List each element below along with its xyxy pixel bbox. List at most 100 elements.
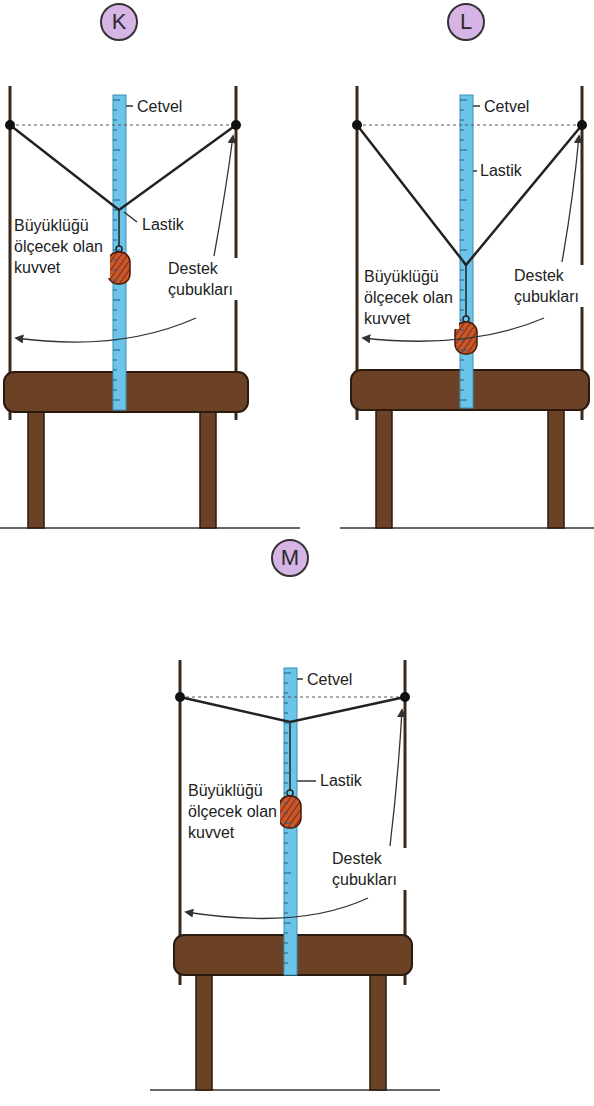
table-leg [200, 405, 216, 528]
ruler-tick [460, 380, 464, 381]
ruler-tick [460, 170, 464, 171]
ruler-tick [460, 350, 467, 351]
ruler-tick [113, 200, 120, 201]
leader-line [297, 780, 316, 782]
table-leg [370, 968, 386, 1090]
ruler-tick [284, 873, 291, 874]
ruler-tick [284, 863, 288, 864]
rubber-band [357, 125, 582, 265]
rubber-band [10, 125, 236, 210]
ruler-tick [113, 320, 117, 321]
ruler-tick [284, 853, 288, 854]
ruler-tick [284, 683, 288, 684]
ruler-tick [113, 120, 117, 121]
ruler-tick [113, 130, 117, 131]
ruler-tick [460, 310, 464, 311]
support-rod-label: Destek çubukları [166, 258, 254, 300]
leader-line [473, 170, 477, 172]
ruler-tick [460, 200, 467, 201]
ruler-tick [284, 913, 288, 914]
ruler-tick [113, 280, 117, 281]
ruler-tick [113, 340, 117, 341]
leader-line [126, 105, 133, 107]
ruler-tick [113, 400, 120, 401]
ruler-tick [113, 310, 117, 311]
ruler-tick [113, 230, 117, 231]
ruler-tick [284, 803, 288, 804]
rubber-band-label: Lastik [140, 214, 186, 235]
ruler-tick [113, 270, 117, 271]
ruler-tick [460, 240, 464, 241]
ruler-tick [460, 320, 464, 321]
ruler-tick [113, 330, 117, 331]
ruler-label: Cetvel [135, 96, 184, 117]
ruler-tick [460, 390, 464, 391]
ruler-tick [284, 833, 288, 834]
reference-line [180, 696, 405, 697]
ruler-label: Cetvel [305, 669, 354, 690]
ruler-tick [284, 933, 288, 934]
ruler-tick [460, 140, 464, 141]
pointer-arrow [214, 136, 233, 256]
fixing-point [577, 120, 587, 130]
ruler-tick [113, 240, 117, 241]
ruler-tick [113, 360, 117, 361]
ruler-tick [113, 180, 117, 181]
ruler-tick [460, 400, 467, 401]
panel-m [150, 660, 440, 1090]
ruler-tick [284, 743, 288, 744]
ruler-tick [284, 723, 291, 724]
panel-letter: M [281, 547, 299, 569]
ruler-tick [113, 110, 117, 111]
ruler-tick [460, 340, 464, 341]
ruler-tick [113, 380, 117, 381]
table-leg [376, 405, 392, 528]
ruler-tick [284, 893, 288, 894]
ground-line [150, 1089, 440, 1091]
ruler-tick [460, 330, 464, 331]
ruler-tick [460, 160, 464, 161]
table-leg [28, 405, 44, 528]
ruler-tick [284, 713, 288, 714]
panel-l [340, 86, 594, 528]
ruler-tick [284, 823, 291, 824]
panel-letter-circle: K [100, 3, 138, 41]
ruler-tick [113, 350, 120, 351]
ruler-tick [460, 290, 464, 291]
support-rod-label: Destek çubukları [512, 265, 592, 307]
ruler-tick [284, 903, 288, 904]
ruler-tick [284, 783, 288, 784]
rubber-band-label: Lastik [318, 770, 364, 791]
hanging-string [289, 722, 291, 790]
force-label: Büyüklüğü ölçecek olan kuvvet [362, 266, 459, 329]
fixing-point [352, 120, 362, 130]
hanging-string [465, 265, 467, 316]
ruler-tick [460, 230, 464, 231]
rubber-band [180, 697, 405, 722]
table-leg [196, 968, 212, 1090]
panel-k [0, 86, 300, 528]
hanging-string [118, 210, 120, 246]
fixing-point [175, 692, 185, 702]
ruler-tick [460, 300, 467, 301]
ruler-tick [113, 260, 117, 261]
ruler-tick [460, 100, 467, 101]
ruler-tick [284, 733, 288, 734]
ruler-tick [460, 180, 464, 181]
pointer-arrow [390, 710, 402, 846]
leader-line [297, 678, 303, 680]
ruler-tick [284, 773, 291, 774]
ruler-ticks [113, 100, 467, 963]
panel-letter-circle: L [447, 3, 485, 41]
ruler-tick [113, 190, 117, 191]
table-leg [548, 405, 564, 528]
ruler-tick [113, 390, 117, 391]
ruler-tick [284, 753, 288, 754]
weight [279, 796, 301, 828]
ruler-tick [284, 693, 288, 694]
rubber-band-label: Lastik [478, 160, 524, 181]
hook-ring [116, 246, 122, 252]
ruler-tick [284, 673, 291, 674]
ruler-tick [113, 160, 117, 161]
panel-letter: L [460, 11, 472, 33]
